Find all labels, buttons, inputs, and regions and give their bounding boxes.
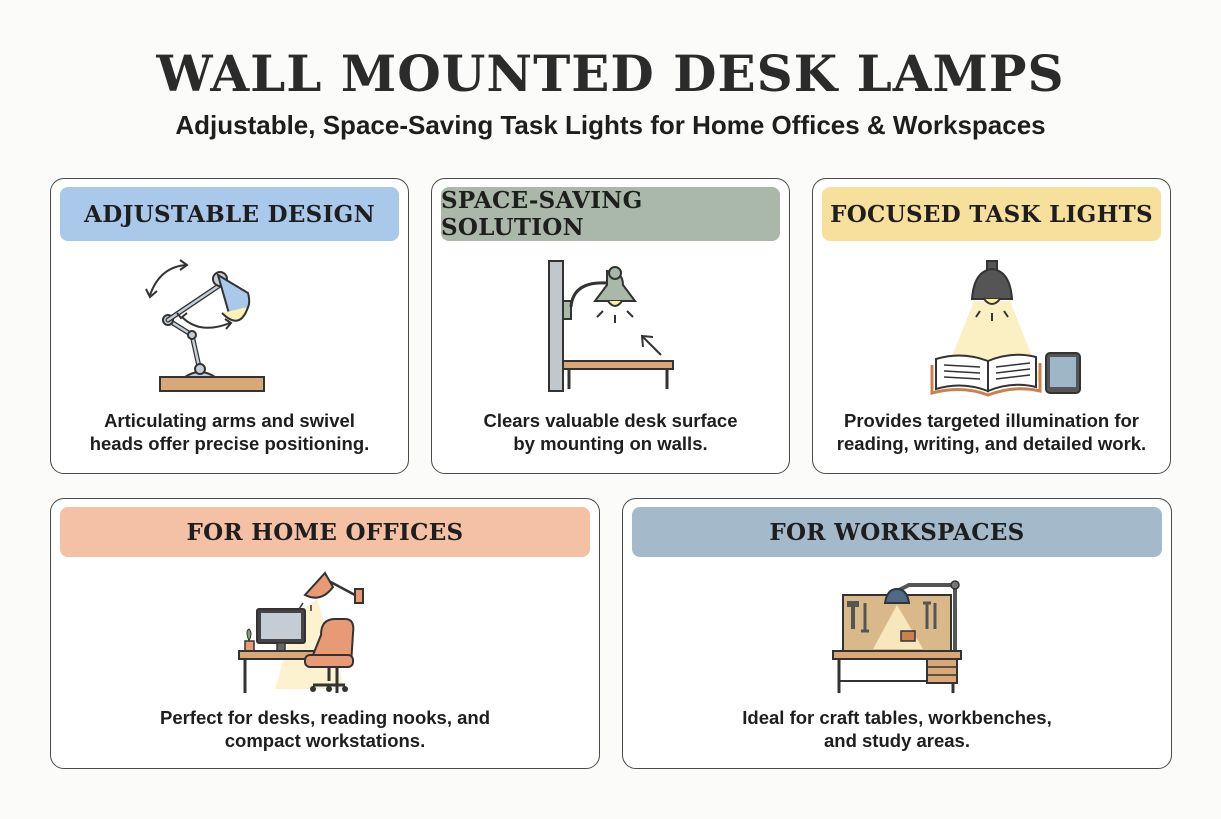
page-title: WALL MOUNTED DESK LAMPS [156,44,1065,103]
wall-mounted-lamp-icon [547,260,674,392]
card-header: FOR WORKSPACES [632,507,1162,557]
card-description-line: compact workstations. [224,730,426,751]
card-focused-task-lights: FOCUSED TASK LIGHTS [812,178,1171,474]
card-header: ADJUSTABLE DESIGN [60,187,399,241]
card-header: SPACE-SAVING SOLUTION [441,187,780,241]
card-description-line: Clears valuable desk surface [483,410,738,431]
card-title: FOR HOME OFFICES [186,518,464,546]
workbench-icon [832,580,962,693]
card-description-line: and study areas. [823,730,970,751]
card-description-line: reading, writing, and detailed work. [836,433,1147,454]
card-title: FOCUSED TASK LIGHTS [830,200,1153,228]
card-adjustable-design: ADJUSTABLE DESIGN [50,178,409,474]
card-title: FOR WORKSPACES [769,518,1025,546]
home-office-desk-icon [238,571,364,693]
page-subtitle: Adjustable, Space-Saving Task Lights for… [175,110,1046,140]
card-description-line: Provides targeted illumination for [843,410,1139,431]
card-description-line: Articulating arms and swivel [104,410,355,431]
card-title: ADJUSTABLE DESIGN [84,200,375,228]
card-title: SPACE-SAVING SOLUTION [441,187,643,241]
card-space-saving-solution: SPACE-SAVING SOLUTION Clear [431,178,790,474]
articulating-desk-lamp-icon [144,259,265,392]
card-header: FOR HOME OFFICES [60,507,590,557]
card-for-workspaces: FOR WORKSPACES [622,498,1172,769]
card-description-line: Ideal for craft tables, workbenches, [742,707,1052,728]
card-description-line: by mounting on walls. [513,433,708,454]
card-header: FOCUSED TASK LIGHTS [822,187,1161,241]
card-for-home-offices: FOR HOME OFFICES [50,498,600,769]
card-description-line: heads offer precise positioning. [89,433,370,454]
pendant-lamp-book-tablet-icon [930,260,1081,397]
card-description-line: Perfect for desks, reading nooks, and [159,707,490,728]
